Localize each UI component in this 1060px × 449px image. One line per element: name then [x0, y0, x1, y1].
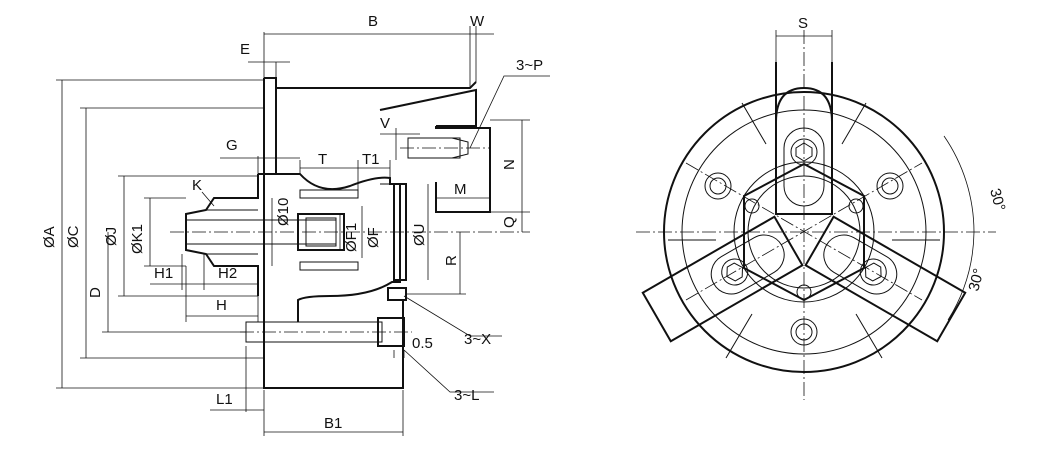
body-outline-upper: [264, 77, 477, 89]
jaw-block: [435, 126, 491, 213]
jaw-lower-left: [804, 215, 967, 343]
label-3x: 3~X: [464, 331, 491, 348]
label-3l: 3~L: [454, 387, 479, 404]
inner-cavity: [258, 173, 401, 322]
label-t1: T1: [362, 151, 380, 168]
label-dia-f: ØF: [365, 227, 382, 248]
label-half: 0.5: [412, 335, 433, 352]
piston-plate: [393, 183, 407, 281]
bolt-circle: [681, 109, 927, 355]
label-m: M: [454, 181, 467, 198]
label-b: B: [368, 13, 378, 30]
mount-holes: [704, 172, 904, 346]
cavity-rib-lower: [299, 261, 359, 271]
label-dia-c: ØC: [65, 225, 82, 248]
angle-arc-1: [943, 135, 975, 233]
label-dia-k1: ØK1: [129, 224, 146, 254]
label-l1: L1: [216, 391, 233, 408]
label-3p: 3~P: [516, 57, 543, 74]
label-k: K: [192, 177, 202, 194]
upper-jaw: [379, 88, 477, 127]
d-axis-2: [685, 162, 923, 301]
label-w: W: [470, 13, 485, 30]
draw-nut: [297, 213, 345, 251]
label-q: Q: [501, 216, 518, 228]
label-angle-2: 30°: [965, 267, 987, 293]
label-v: V: [380, 115, 390, 132]
side-section-view: B W E 3~P V G T T1 N M K Ø10 Q ØA ØC ØJ …: [41, 13, 550, 436]
label-b1: B1: [324, 415, 342, 432]
label-dia-j: ØJ: [103, 227, 120, 246]
front-view: S 30° 30°: [636, 15, 1008, 400]
leader-lines: [201, 75, 550, 393]
label-e: E: [240, 41, 250, 58]
label-r: R: [443, 255, 460, 266]
label-n: N: [501, 159, 518, 170]
small-screw-x: [387, 287, 407, 301]
label-angle-1: 30°: [986, 187, 1008, 213]
jaw-lower-right: [641, 215, 804, 343]
outer-circle: [663, 91, 945, 373]
flange-step: [275, 88, 300, 175]
jaw-top: [775, 62, 833, 215]
label-t: T: [318, 151, 327, 168]
label-h2: H2: [218, 265, 237, 282]
angle-arc-2: [947, 231, 975, 321]
label-d: D: [87, 287, 104, 298]
segment-lines: [668, 102, 940, 359]
cavity-rib: [299, 189, 359, 199]
draw-nut-inner: [305, 217, 337, 247]
label-dia10: Ø10: [275, 198, 292, 226]
inner-ring: [733, 161, 875, 303]
label-h: H: [216, 297, 227, 314]
label-s: S: [798, 15, 808, 32]
label-h1: H1: [154, 265, 173, 282]
label-dia-u: ØU: [411, 224, 428, 247]
dimension-lines: [56, 26, 530, 436]
label-dia-a: ØA: [41, 226, 58, 248]
label-dia-f1: ØF1: [343, 223, 360, 252]
label-g: G: [226, 137, 238, 154]
